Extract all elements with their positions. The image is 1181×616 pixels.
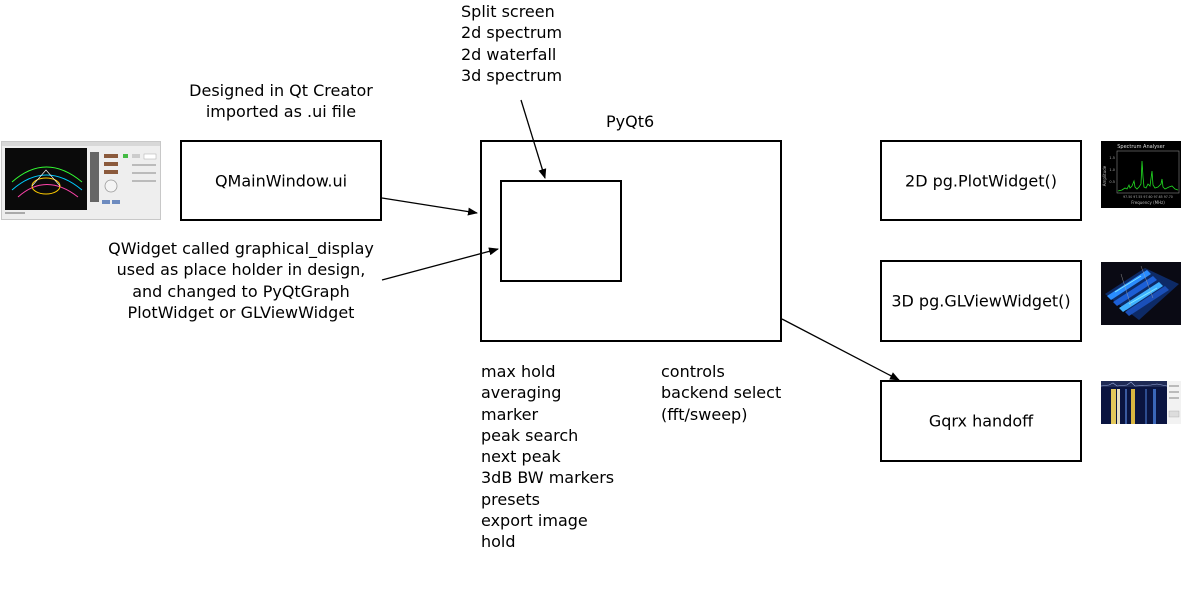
feature-item: presets <box>481 489 541 509</box>
placeholder-note-line: used as place holder in design, <box>116 260 366 280</box>
split-note-line: 2d spectrum <box>461 23 563 43</box>
spectrum-thumb-ytick: 1.0 <box>1109 168 1115 172</box>
gl-view-3d-art <box>1105 265 1179 320</box>
designer-note-line: imported as .ui file <box>205 102 357 122</box>
gqrx-thumbnail <box>1101 381 1181 424</box>
spectrum-thumb-xlabel: Frequency (MHz) <box>1131 200 1165 205</box>
spectrum-thumb-xticks: 97.50 97.55 97.60 97.65 97.70 <box>1123 195 1173 199</box>
feature-item: 3dB BW markers <box>481 468 615 488</box>
controls-item: controls <box>661 362 725 381</box>
pyqt6-label: PyQt6 <box>606 112 655 131</box>
split-note-line: 3d spectrum <box>461 65 563 85</box>
feature-item: peak search <box>481 425 579 445</box>
feature-item: next peak <box>481 447 561 467</box>
designer-note-line: Designed in Qt Creator <box>189 81 373 100</box>
spectrum-thumb-title: Spectrum Analyser <box>1117 144 1166 150</box>
arrow-pyqt6-to-gqrx <box>781 318 900 381</box>
arrow-uifile-to-pyqt6 <box>381 197 478 216</box>
placeholder-note-line: QWidget called graphical_display <box>108 239 374 258</box>
placeholder-note-line: PlotWidget or GLViewWidget <box>127 302 355 322</box>
feature-item: max hold <box>481 362 556 381</box>
graphical-display-placeholder-box <box>500 180 622 282</box>
split-screen-note: Split screen 2d spectrum 2d waterfall 3d… <box>461 1 562 86</box>
split-note-line: Split screen <box>461 2 555 21</box>
gqrx-art <box>1101 381 1181 424</box>
arrow-splitscreen-to-display <box>520 99 547 179</box>
placeholder-note: QWidget called graphical_display used as… <box>86 238 396 323</box>
feature-item: export image <box>481 511 588 531</box>
split-note-line: 2d waterfall <box>461 44 557 64</box>
controls-item: backend select <box>661 383 782 403</box>
feature-item: hold <box>481 532 516 552</box>
spectrum-thumb-ytick: 0.5 <box>1109 180 1115 184</box>
feature-item: marker <box>481 404 539 424</box>
gl-view-widget-3d-label: 3D pg.GLViewWidget() <box>891 291 1071 311</box>
spectrum-2d-thumbnail: Spectrum Analyser Amplitude 1.5 1.0 0.5 … <box>1101 141 1181 208</box>
designer-note: Designed in Qt Creator imported as .ui f… <box>166 80 396 123</box>
controls-item: (fft/sweep) <box>661 404 748 424</box>
qmainwindow-ui-label: QMainWindow.ui <box>214 171 348 190</box>
spectrum-trace <box>1117 160 1179 192</box>
app-screenshot-art <box>2 142 160 214</box>
arrow-placeholder-to-display <box>381 247 499 281</box>
feature-item: averaging <box>481 383 562 403</box>
placeholder-note-line: and changed to PyQtGraph <box>132 281 350 301</box>
spectrum-thumb-ylabel: Amplitude <box>1102 165 1107 186</box>
gl-view-3d-thumbnail <box>1101 262 1181 325</box>
spectrum-2d-art: Spectrum Analyser Amplitude 1.5 1.0 0.5 … <box>1102 144 1180 205</box>
plot-widget-2d-box: 2D pg.PlotWidget() <box>880 140 1082 221</box>
plot-widget-2d-label: 2D pg.PlotWidget() <box>905 171 1057 190</box>
gl-view-widget-3d-box: 3D pg.GLViewWidget() <box>880 260 1082 342</box>
app-screenshot-thumbnail <box>1 141 161 220</box>
gqrx-handoff-box: Gqrx handoff <box>880 380 1082 462</box>
controls-list: controls backend select (fft/sweep) <box>661 361 781 425</box>
features-list: max hold averaging marker peak search ne… <box>481 361 614 553</box>
spectrum-thumb-ytick: 1.5 <box>1109 156 1115 160</box>
gqrx-handoff-label: Gqrx handoff <box>928 411 1034 431</box>
qmainwindow-ui-box: QMainWindow.ui <box>180 140 382 221</box>
